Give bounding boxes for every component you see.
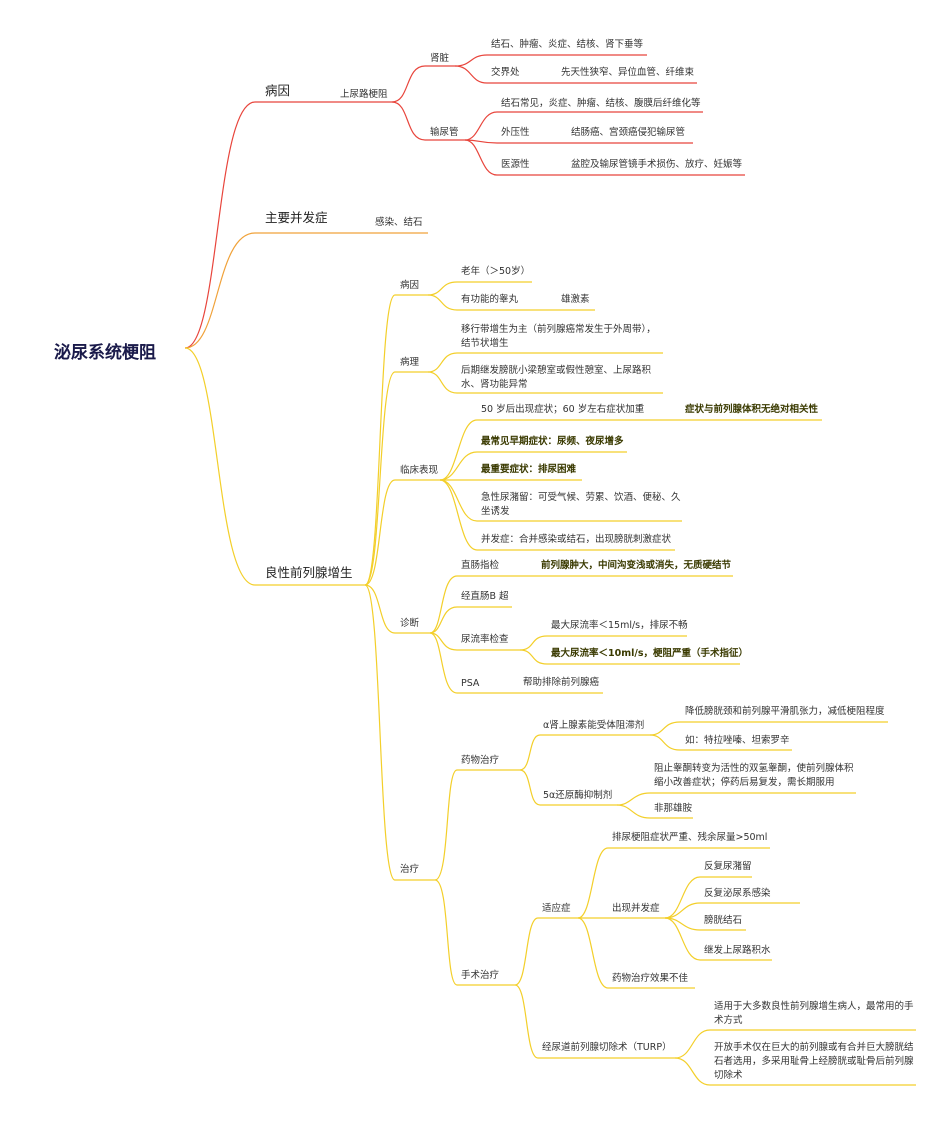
node-psa-purpose: 帮助排除前列腺癌 <box>523 677 600 688</box>
node-clinical-item1: 50 岁后出现症状；60 岁左右症状加重 <box>481 404 645 415</box>
node-clinical-item1-note: 症状与前列腺体积无绝对相关性 <box>685 404 819 415</box>
node-ureter: 输尿管 <box>430 127 459 138</box>
cause-branch-lines <box>184 54 745 349</box>
node-junction: 交界处 <box>491 67 520 78</box>
complication-branch-lines <box>184 232 428 349</box>
node-turp-usage: 适用于大多数良性前列腺增生病人，最常用的手术方式 <box>714 1001 914 1026</box>
node-indication-severe: 排尿梗阻症状严重、残余尿量>50ml <box>612 832 768 843</box>
node-dre: 直肠指检 <box>461 560 500 571</box>
node-alpha-examples: 如：特拉唑嗪、坦索罗辛 <box>685 735 790 746</box>
node-5ari: 5α还原酶抑制剂 <box>543 790 613 801</box>
node-complication-value: 感染、结石 <box>375 217 423 228</box>
node-androgen: 雄激素 <box>561 294 590 305</box>
node-uroflow: 尿流率检查 <box>461 634 509 645</box>
node-5ari-example: 非那雄胺 <box>654 803 693 814</box>
node-bph-etiology: 病因 <box>400 280 420 291</box>
node-junction-causes: 先天性狭窄、异位血管、纤维束 <box>561 67 695 78</box>
root-topic: 泌尿系统梗阻 <box>54 343 156 363</box>
node-iatrogenic-causes: 盆腔及输尿管镜手术损伤、放疗、妊娠等 <box>571 159 743 170</box>
node-clinical-early-symptom: 最常见早期症状：尿频、夜尿增多 <box>481 436 624 447</box>
node-comp-hydronephrosis: 继发上尿路积水 <box>704 945 771 956</box>
node-indication-drug-failure: 药物治疗效果不佳 <box>612 973 689 984</box>
node-testis: 有功能的睾丸 <box>461 294 519 305</box>
node-drug-therapy: 药物治疗 <box>461 755 500 766</box>
node-comp-retention: 反复尿潴留 <box>704 861 752 872</box>
node-age: 老年（＞50岁） <box>461 266 531 277</box>
node-complication: 主要并发症 <box>265 210 328 225</box>
node-external-compression: 外压性 <box>501 127 530 138</box>
node-kidney: 肾脏 <box>430 53 450 64</box>
node-treatment: 治疗 <box>400 864 420 875</box>
node-clinical-retention: 急性尿潴留：可受气候、劳累、饮酒、便秘、久坐诱发 <box>481 492 681 517</box>
node-turp: 经尿道前列腺切除术（TURP） <box>542 1042 672 1053</box>
node-alpha-blocker: α肾上腺素能受体阻滞剂 <box>543 720 645 731</box>
node-surgery: 手术治疗 <box>461 970 500 981</box>
node-clinical-main-symptom: 最重要症状：排尿困难 <box>481 464 577 475</box>
node-pathology-item1: 移行带增生为主（前列腺癌常发生于外周带），结节状增生 <box>461 324 656 349</box>
node-comp-uti: 反复泌尿系感染 <box>704 888 771 899</box>
node-trus: 经直肠B 超 <box>461 591 509 602</box>
node-uroflow-v1: 最大尿流率＜15ml/s，排尿不畅 <box>551 620 688 631</box>
node-cause: 病因 <box>265 83 291 98</box>
node-diagnosis: 诊断 <box>400 618 420 629</box>
node-clinical: 临床表现 <box>400 465 439 476</box>
node-psa: PSA <box>461 678 480 689</box>
node-5ari-effect: 阻止睾酮转变为活性的双氢睾酮，使前列腺体积缩小改善症状；停药后易复发，需长期服用 <box>654 763 854 788</box>
node-indication-complications: 出现并发症 <box>612 903 660 914</box>
node-alpha-effect: 降低膀胱颈和前列腺平滑肌张力，减低梗阻程度 <box>685 706 885 717</box>
node-iatrogenic: 医源性 <box>501 159 530 170</box>
node-indication: 适应症 <box>542 903 571 914</box>
bph-branch-lines <box>184 281 916 1086</box>
node-comp-stone: 膀胱结石 <box>704 915 743 926</box>
node-uroflow-v2: 最大尿流率＜10ml/s，梗阻严重（手术指征） <box>551 648 749 659</box>
node-pathology: 病理 <box>400 357 420 368</box>
node-ureter-common: 结石常见，炎症、肿瘤、结核、腹膜后纤维化等 <box>501 98 701 109</box>
node-kidney-causes: 结石、肿瘤、炎症、结核、肾下垂等 <box>491 39 644 50</box>
node-bph: 良性前列腺增生 <box>265 565 353 580</box>
node-external-compression-causes: 结肠癌、宫颈癌侵犯输尿管 <box>571 127 686 138</box>
node-clinical-complication: 并发症：合并感染或结石，出现膀胱刺激症状 <box>481 534 672 545</box>
node-open-surgery: 开放手术仅在巨大的前列腺或有合并巨大膀胱结石者选用，多采用耻骨上经膀胱或耻骨后前… <box>714 1042 914 1081</box>
node-upper-obstruction: 上尿路梗阻 <box>340 89 388 100</box>
node-dre-finding: 前列腺肿大，中间沟变浅或消失，无质硬结节 <box>541 560 732 571</box>
node-pathology-item2: 后期继发膀胱小梁憩室或假性憩室、上尿路积水、肾功能异常 <box>461 365 652 390</box>
